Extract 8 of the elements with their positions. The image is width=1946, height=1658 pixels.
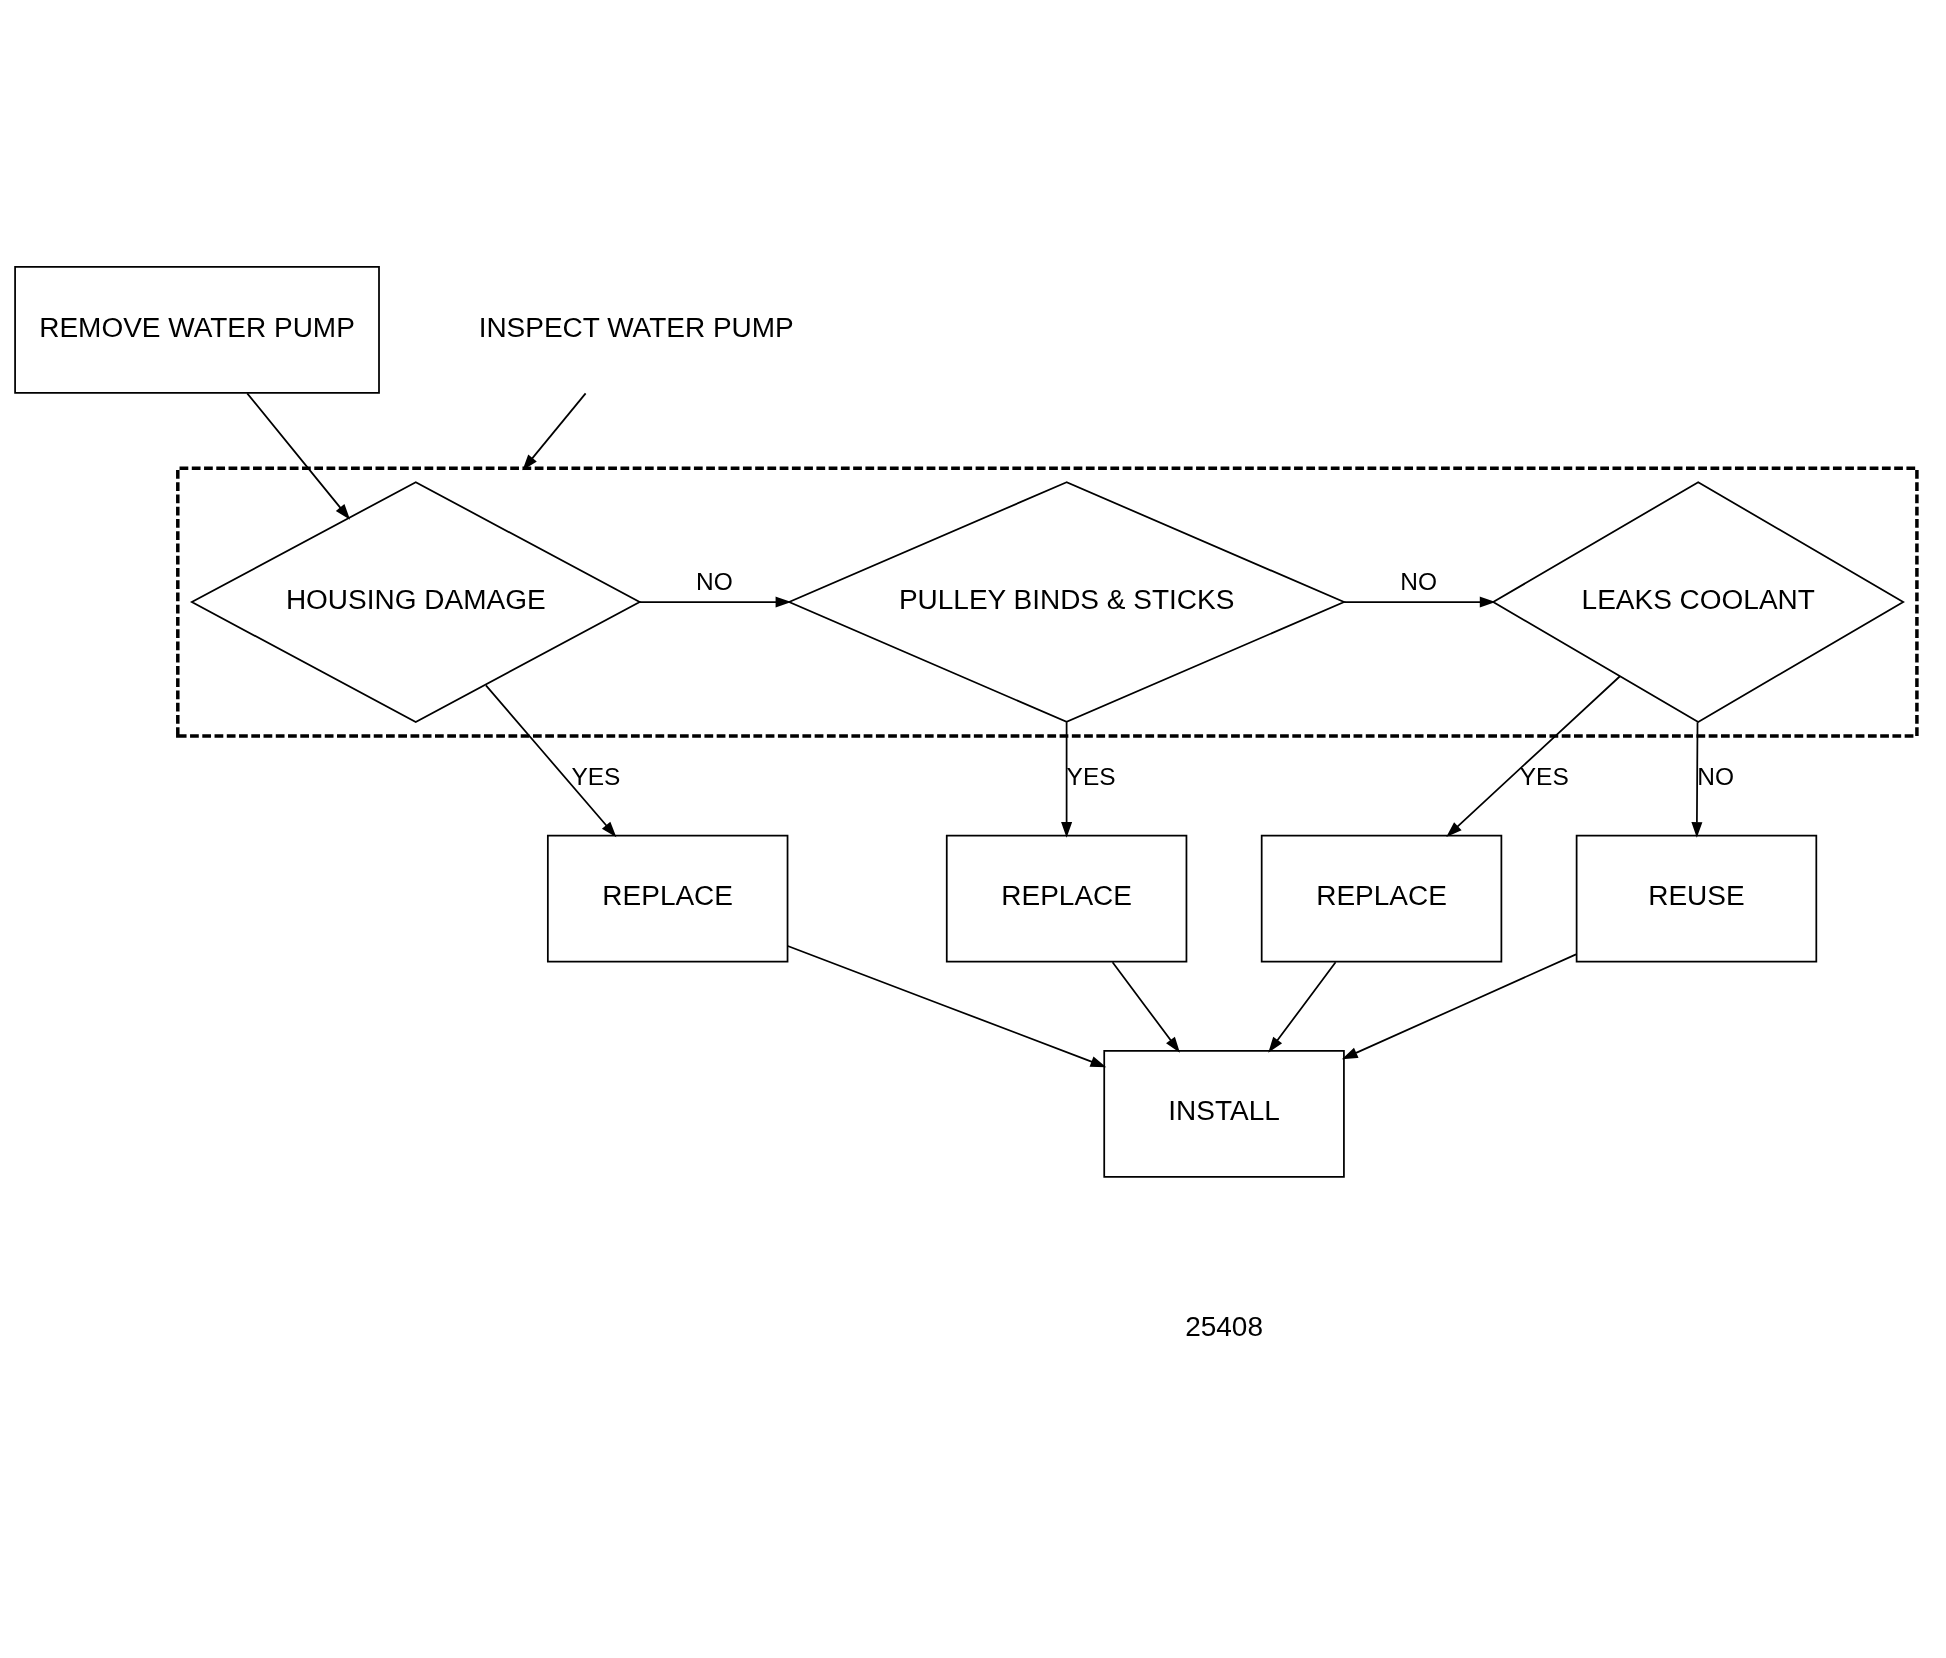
edge-label: YES [1066, 762, 1116, 790]
edge-label: NO [1400, 567, 1438, 595]
edge-label: YES [571, 762, 621, 790]
edge-label: NO [1697, 762, 1735, 790]
edge-label: YES [1519, 762, 1569, 790]
label: 25408 [1185, 1310, 1263, 1342]
node-text: INSPECT WATER PUMP [478, 311, 794, 343]
edge-label: NO [696, 567, 733, 595]
